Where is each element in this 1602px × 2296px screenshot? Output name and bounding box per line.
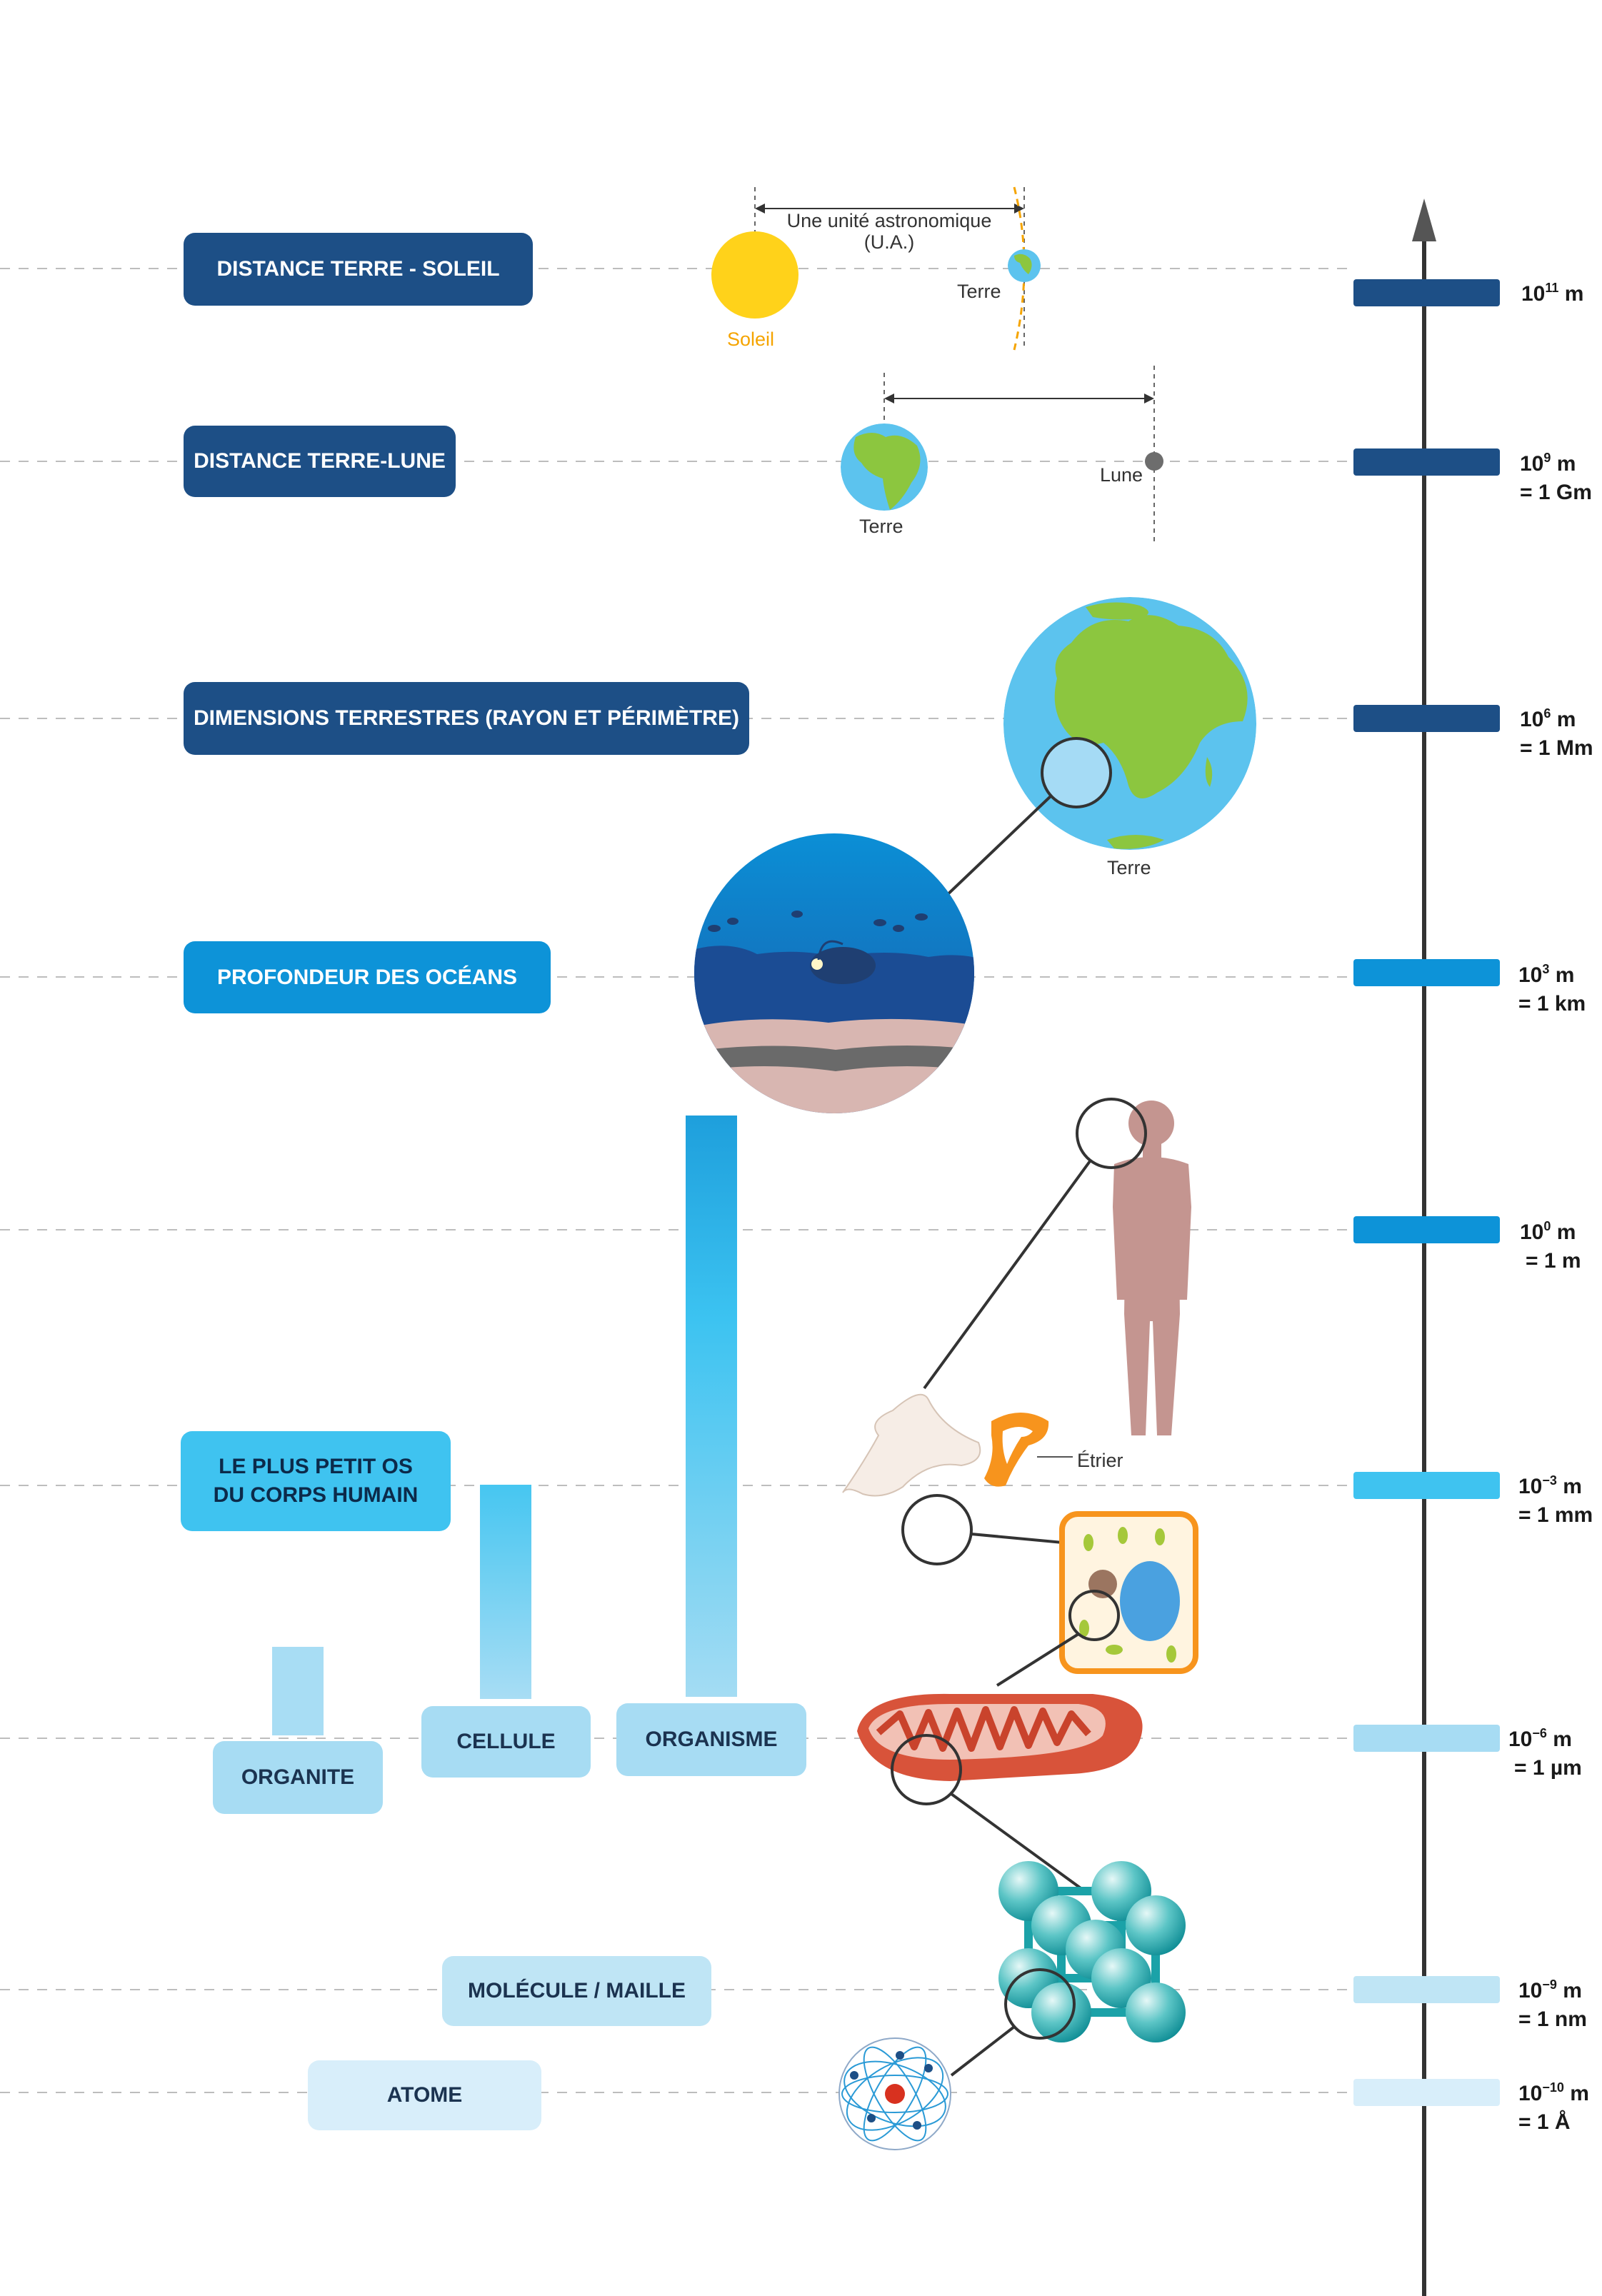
label-atome: ATOME: [308, 2060, 541, 2130]
molecule-atom-connector: [950, 2025, 1016, 2077]
mitochondria-icon: [857, 1693, 1143, 1781]
scale-label-1e3: 103 m = 1 km: [1518, 961, 1586, 1018]
cell-mito-connector: [996, 1633, 1080, 1687]
tick-1e0: [1353, 1216, 1500, 1243]
label-earth-sun-distance: DISTANCE TERRE - SOLEIL: [184, 233, 533, 306]
range-bars: [272, 1116, 737, 1735]
label-ocean-depth: PROFONDEUR DES OCÉANS: [184, 941, 551, 1013]
earth-moon-earth-label: Terre: [859, 516, 903, 537]
sun-icon: [711, 231, 799, 319]
scale-label-1e-3: 10−3 m = 1 mm: [1518, 1473, 1593, 1530]
sun-earth-illustration: [711, 186, 1041, 351]
scale-equiv-1e-6: = 1 µm: [1514, 1756, 1582, 1780]
scale-equiv-1e-9: = 1 nm: [1518, 2007, 1587, 2031]
tick-1e11: [1353, 279, 1500, 306]
scale-equiv-1e-3: = 1 mm: [1518, 1503, 1593, 1527]
scale-label-1e-6: 10−6 m = 1 µm: [1508, 1725, 1582, 1783]
scale-axis: [1412, 199, 1436, 2296]
tick-1e9: [1353, 448, 1500, 476]
head-bone-connector: [923, 1160, 1091, 1390]
atom-icon: [838, 2037, 951, 2150]
scale-label-1e0: 100 m = 1 m: [1520, 1218, 1581, 1275]
tick-1e-10: [1353, 2079, 1500, 2106]
bone-cell-connector: [971, 1533, 1063, 1544]
moon-label: Lune: [1100, 464, 1143, 486]
tick-1e3: [1353, 959, 1500, 986]
mito-magnifier-circle: [891, 1734, 962, 1805]
moon-distance-arrow-right-icon: [1144, 393, 1154, 403]
scale-label-1e11: 1011 m: [1521, 281, 1584, 306]
bone-magnifier-circle: [901, 1494, 973, 1565]
small-earth-label: Terre: [957, 281, 1001, 302]
head-magnifier-circle: [1076, 1098, 1147, 1169]
molecule-lattice-icon: [998, 1861, 1186, 2042]
scale-label-1e-9: 10−9 m = 1 nm: [1518, 1977, 1587, 2034]
tick-1e-9: [1353, 1976, 1500, 2003]
earth-moon-illustration: [841, 366, 1163, 544]
axis-ticks: [1353, 279, 1500, 2106]
label-cellule: CELLULE: [421, 1706, 591, 1778]
label-earth-dimensions: DIMENSIONS TERRESTRES (RAYON ET PÉRIMÈTR…: [184, 682, 749, 755]
scale-equiv-1e-10: = 1 Å: [1518, 2110, 1571, 2134]
au-label: Une unité astronomique (U.A.): [786, 210, 992, 253]
label-organisme: ORGANISME: [616, 1703, 806, 1776]
stirrup-label: Étrier: [1077, 1450, 1123, 1471]
scale-label-1e6: 106 m = 1 Mm: [1520, 706, 1593, 763]
scale-label-1e-10: 10−10 m = 1 Å: [1518, 2080, 1589, 2137]
ear-bone-icon: [842, 1393, 1073, 1497]
tick-1e6: [1353, 705, 1500, 732]
scale-equiv-1e3: = 1 km: [1518, 992, 1586, 1016]
tick-1e-3: [1353, 1472, 1500, 1499]
sun-label: Soleil: [727, 329, 775, 350]
earth-magnifier-circle: [1041, 737, 1112, 808]
axis-arrow-icon: [1412, 199, 1436, 241]
au-arrow-right-icon: [1014, 204, 1024, 214]
scale-label-1e9: 109 m = 1 Gm: [1520, 450, 1592, 507]
scale-equiv-1e6: = 1 Mm: [1520, 736, 1593, 760]
scale-equiv-1e9: = 1 Gm: [1520, 481, 1592, 504]
mito-molecule-connector: [950, 1793, 1084, 1891]
label-molecule: MOLÉCULE / MAILLE: [442, 1956, 711, 2026]
moon-icon: [1145, 452, 1163, 471]
organisme-range-bar: [686, 1116, 737, 1697]
small-earth-icon: [1008, 249, 1041, 282]
plant-cell-icon: [1059, 1511, 1198, 1674]
big-earth-label: Terre: [1107, 857, 1151, 878]
scale-equiv-1e0: = 1 m: [1526, 1249, 1581, 1273]
cell-magnifier-circle: [1068, 1590, 1120, 1641]
earth-icon: [841, 423, 928, 511]
au-arrow-left-icon: [755, 204, 765, 214]
moon-distance-arrow-left-icon: [884, 393, 894, 403]
tick-1e-6: [1353, 1725, 1500, 1752]
molecule-magnifier-circle: [1004, 1968, 1076, 2040]
label-smallest-bone: LE PLUS PETIT OS DU CORPS HUMAIN: [181, 1431, 451, 1531]
label-earth-moon-distance: DISTANCE TERRE-LUNE: [184, 426, 456, 497]
earth-ocean-connector: [927, 794, 1053, 914]
organite-range-bar: [272, 1647, 324, 1735]
cellule-range-bar: [480, 1485, 531, 1699]
label-organite: ORGANITE: [213, 1741, 383, 1814]
